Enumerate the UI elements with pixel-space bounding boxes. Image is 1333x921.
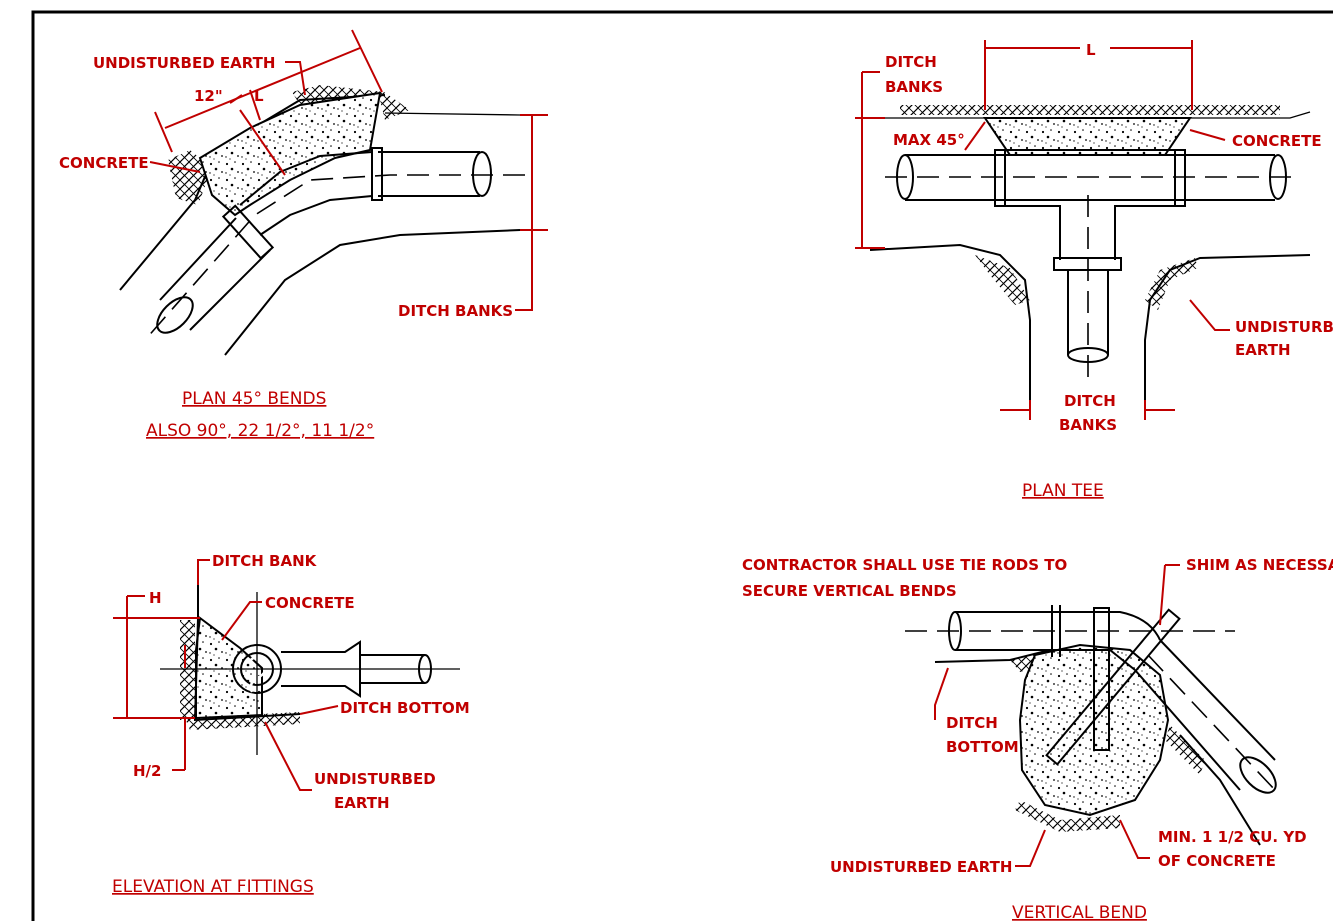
leader-ditch-bottom bbox=[299, 705, 339, 715]
leader-min-concrete bbox=[1119, 819, 1150, 859]
label-ditch-bottom: BOTTOM bbox=[946, 738, 1019, 756]
title-plan-45-bends: PLAN 45° BENDS bbox=[182, 389, 326, 409]
pipe-outline bbox=[1134, 639, 1276, 791]
label-min-concrete: MIN. 1 1/2 CU. YD bbox=[1158, 828, 1307, 846]
label-undisturbed: EARTH bbox=[334, 794, 390, 812]
tie-rod bbox=[1093, 607, 1110, 751]
undisturbed-earth-hatch bbox=[975, 255, 1030, 305]
ditch-bottom-line bbox=[1179, 734, 1261, 846]
pipe-outline bbox=[159, 217, 271, 331]
leader-ditch-bottom bbox=[934, 667, 949, 720]
plan-tee-detail bbox=[855, 40, 1311, 420]
dimension-ditch-banks-v bbox=[855, 71, 885, 249]
leader-concrete bbox=[221, 601, 262, 641]
sheet-border bbox=[31, 10, 1333, 921]
label-ditch-bottom: DITCH BOTTOM bbox=[340, 699, 470, 717]
undisturbed-earth-hatch bbox=[1145, 258, 1198, 310]
tie-rod bbox=[1045, 608, 1181, 766]
dimension-h-top bbox=[126, 595, 145, 618]
label-ditch-banks-top: BANKS bbox=[885, 78, 943, 96]
leader-concrete bbox=[1189, 129, 1226, 141]
label-ditch-banks-top: DITCH bbox=[885, 53, 937, 71]
label-min-concrete: OF CONCRETE bbox=[1158, 852, 1276, 870]
tee-bell bbox=[1174, 149, 1186, 207]
dimension-h2 bbox=[172, 645, 186, 771]
leader-ditch-bank bbox=[197, 559, 210, 585]
label-ditch-bank: DITCH BANK bbox=[212, 552, 318, 570]
label-12-inch: 12" bbox=[194, 87, 223, 105]
elevation-at-fittings-detail bbox=[113, 559, 460, 791]
concrete-thrust-block bbox=[195, 616, 263, 720]
dimension-ditch-banks bbox=[515, 114, 548, 311]
pipe-outline bbox=[955, 611, 1060, 651]
label-dim-h: H bbox=[149, 589, 162, 607]
subtitle-plan-bends: ALSO 90°, 22 1/2°, 11 1/2° bbox=[146, 421, 374, 441]
label-max-45: MAX 45° bbox=[893, 131, 965, 149]
bend-outline bbox=[239, 151, 373, 236]
label-undisturbed: EARTH bbox=[1235, 341, 1291, 359]
title-plan-tee: PLAN TEE bbox=[1022, 481, 1104, 501]
ditch-bank-line bbox=[1144, 254, 1311, 400]
vertical-bend-detail bbox=[905, 564, 1277, 867]
undisturbed-earth-hatch bbox=[180, 620, 195, 720]
leader-concrete bbox=[149, 161, 201, 173]
label-ditch-banks-bottom: BANKS bbox=[1059, 416, 1117, 434]
undisturbed-earth-hatch bbox=[1015, 800, 1120, 832]
ditch-bank-line bbox=[224, 229, 521, 356]
label-undisturbed: UNDISTURBED EARTH bbox=[830, 858, 1012, 876]
pipe-centerline bbox=[885, 176, 1300, 385]
centerline bbox=[160, 592, 460, 755]
tee-bell bbox=[994, 149, 1006, 207]
pipe-end bbox=[472, 151, 492, 197]
pipe-bell bbox=[371, 147, 383, 201]
dimension-ditch-banks-h bbox=[1000, 400, 1175, 420]
leader-max-45 bbox=[964, 121, 986, 151]
dimension-line-l bbox=[984, 40, 1193, 110]
dimension-line-l bbox=[154, 29, 383, 176]
label-ditch-banks: DITCH BANKS bbox=[398, 302, 513, 320]
leader-undisturbed bbox=[285, 61, 306, 96]
leader-undisturbed bbox=[264, 721, 312, 791]
pipe-centerline bbox=[144, 174, 525, 341]
leader-undisturbed bbox=[1189, 299, 1230, 331]
pipe-outline bbox=[905, 154, 1275, 201]
undisturbed-earth-hatch bbox=[900, 105, 1280, 115]
label-undisturbed-earth: UNDISTURBED EARTH bbox=[93, 54, 275, 72]
leader-undisturbed bbox=[1015, 829, 1046, 867]
pipe-outline bbox=[378, 151, 480, 197]
concrete-thrust-block bbox=[198, 91, 382, 217]
leader-shim bbox=[1159, 564, 1180, 626]
label-shim: SHIM AS NECESSA bbox=[1186, 556, 1333, 574]
label-dim-l: L bbox=[1086, 41, 1096, 59]
leader-12in bbox=[229, 94, 243, 104]
branch-pipe bbox=[1067, 270, 1109, 355]
ditch-bank-line bbox=[384, 112, 521, 116]
title-vertical-bend: VERTICAL BEND bbox=[1012, 903, 1147, 921]
ditch-bank-line bbox=[869, 243, 1031, 400]
label-dim-l: L bbox=[254, 87, 264, 105]
note-tie-rods: SECURE VERTICAL BENDS bbox=[742, 582, 957, 600]
plan-45-bends-detail bbox=[119, 29, 548, 356]
label-ditch-banks-bottom: DITCH bbox=[1064, 392, 1116, 410]
tee-body bbox=[1005, 149, 1175, 260]
pipe-end bbox=[1239, 756, 1277, 794]
label-ditch-bottom: DITCH bbox=[946, 714, 998, 732]
label-undisturbed: UNDISTURBI bbox=[1235, 318, 1333, 336]
note-tie-rods: CONTRACTOR SHALL USE TIE RODS TO bbox=[742, 556, 1067, 574]
undisturbed-earth-hatch bbox=[1165, 725, 1205, 775]
label-concrete: CONCRETE bbox=[265, 594, 355, 612]
label-concrete: CONCRETE bbox=[59, 154, 149, 172]
title-elevation: ELEVATION AT FITTINGS bbox=[112, 877, 314, 897]
pipe-end bbox=[156, 296, 194, 334]
ditch-bottom-line bbox=[934, 649, 1051, 663]
pipe-centerline bbox=[905, 630, 1276, 791]
label-concrete: CONCRETE bbox=[1232, 132, 1322, 150]
label-undisturbed: UNDISTURBED bbox=[314, 770, 436, 788]
label-h2: H/2 bbox=[133, 762, 161, 780]
